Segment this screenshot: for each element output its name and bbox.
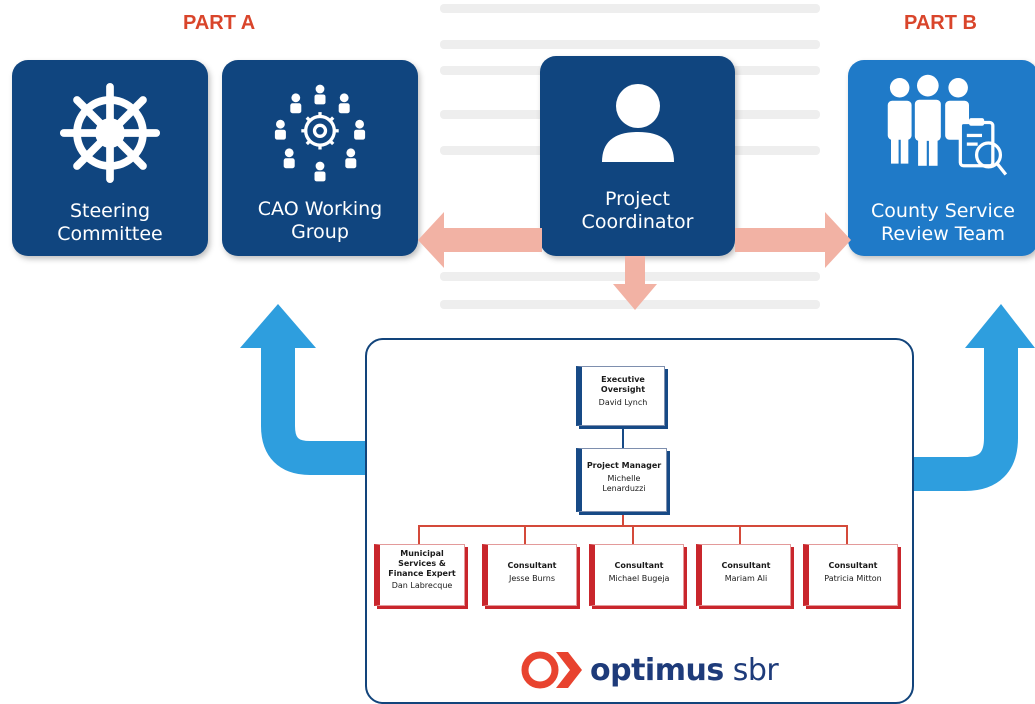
consultant-title: Consultant: [614, 561, 664, 570]
branch-2: [524, 525, 526, 544]
consultant-box: Consultant Michael Bugeja: [589, 544, 684, 606]
executive-oversight-box: Executive Oversight David Lynch: [576, 366, 665, 426]
left-arrow: [418, 212, 542, 268]
executive-name: David Lynch: [598, 398, 648, 407]
cao-working-group-tile: CAO Working Group: [222, 60, 418, 256]
executive-title: Executive Oversight: [600, 375, 646, 394]
consultant-title: Consultant: [721, 561, 771, 570]
part-a-label: PART A: [183, 12, 256, 34]
branch-3: [632, 525, 634, 544]
right-arrow: [735, 212, 851, 268]
person-icon: [540, 70, 735, 170]
logo-word-optimus: optimus: [590, 652, 724, 688]
exec-connector: [622, 426, 624, 448]
project-coordinator-label: Project Coordinator: [581, 188, 694, 233]
down-arrow: [613, 256, 657, 310]
part-b-label: PART B: [904, 12, 977, 34]
consultant-title: Municipal Services & Finance Expert: [388, 549, 456, 578]
consultant-name: Jesse Burns: [508, 574, 556, 583]
consultant-box: Consultant Jesse Burns: [482, 544, 577, 606]
manager-title: Project Manager: [586, 461, 662, 470]
branch-1: [418, 525, 420, 544]
review-team-icon: [848, 72, 1035, 187]
steering-committee-label: Steering Committee: [57, 200, 163, 245]
team-gear-icon: [222, 78, 418, 188]
logo-word-sbr: sbr: [732, 652, 779, 688]
consultant-title: Consultant: [507, 561, 557, 570]
consultant-box: Municipal Services & Finance Expert Dan …: [374, 544, 465, 606]
consultant-name: Michael Bugeja: [608, 574, 670, 583]
consultant-box: Consultant Patricia Mitton: [803, 544, 898, 606]
optimus-chevron-icon: [521, 651, 582, 689]
curved-arrow-to-part-a: [240, 304, 370, 475]
curved-arrow-to-part-b: [905, 304, 1035, 491]
manager-connector: [622, 514, 624, 526]
consultant-name: Mariam Ali: [724, 574, 768, 583]
county-service-review-team-tile: County Service Review Team: [848, 60, 1035, 256]
cao-working-group-label: CAO Working Group: [257, 198, 383, 243]
county-service-review-team-label: County Service Review Team: [871, 200, 1015, 245]
ship-wheel-icon: [12, 78, 208, 188]
manager-name: Michelle Lenarduzzi: [602, 474, 646, 493]
steering-committee-tile: Steering Committee: [12, 60, 208, 256]
consultant-name: Patricia Mitton: [824, 574, 882, 583]
consultant-name: Dan Labrecque: [391, 581, 453, 590]
project-manager-box: Project Manager Michelle Lenarduzzi: [576, 448, 667, 512]
project-coordinator-tile: Project Coordinator: [540, 56, 735, 256]
consultant-title: Consultant: [828, 561, 878, 570]
branch-4: [739, 525, 741, 544]
consultant-box: Consultant Mariam Ali: [696, 544, 791, 606]
optimus-sbr-logo: optimus sbr: [520, 650, 779, 690]
branch-5: [846, 525, 848, 544]
